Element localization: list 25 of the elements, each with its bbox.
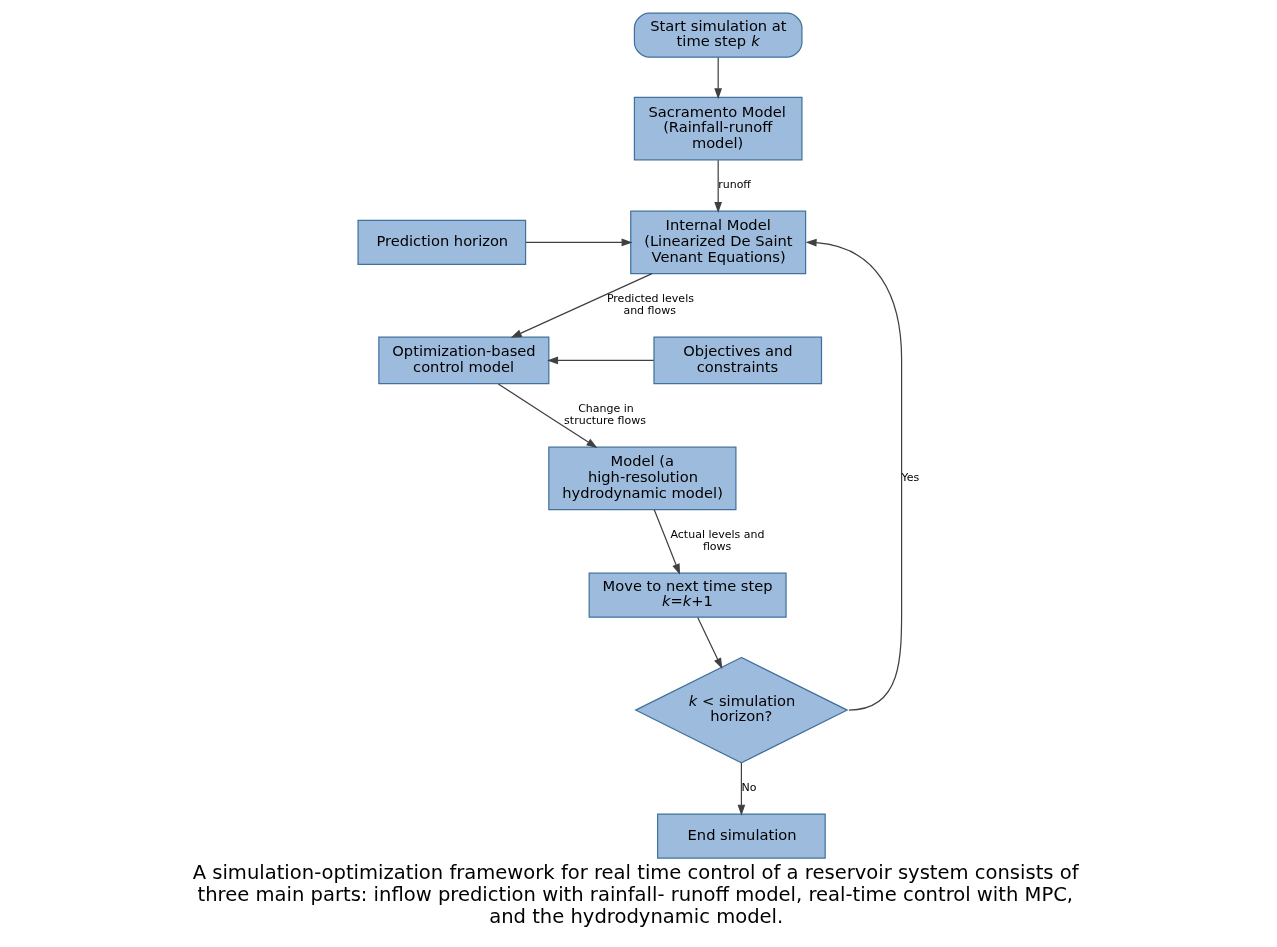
edge-label: Actual levels and flows — [669, 527, 765, 554]
node-box: Prediction horizon — [356, 219, 526, 265]
node-box: Objectives and constraints — [652, 336, 822, 385]
node-box: Model (a high-resolution hydrodynamic model) — [547, 446, 736, 511]
node-box: Internal Model (Linearized De Saint Venant Equations) — [629, 210, 806, 275]
arrow — [737, 762, 745, 816]
arrow — [497, 383, 597, 449]
arrow — [510, 273, 653, 338]
arrow — [653, 509, 680, 575]
arrow — [546, 356, 654, 365]
edge-label: runoff — [717, 178, 751, 192]
node-box: Start simulation at time step k — [633, 12, 803, 58]
edge-label: No — [740, 781, 756, 795]
arrow — [524, 238, 633, 247]
edge-label: Predicted levels and flows — [606, 291, 694, 318]
edge-label: Change in structure flows — [563, 401, 646, 428]
node-box: End simulation — [656, 813, 826, 859]
caption: A simulation-optimization framework for real time control of a reservoir system consists of three main parts: inflow prediction with rainfall- runoff model, real-time control with MPC, and the hydrodynamic model. — [192, 860, 1079, 928]
node-box: Optimization-based control model — [377, 336, 549, 385]
node-box: Move to next time step k=k+1 — [588, 572, 787, 618]
node-box: Sacramento Model (Rainfall-runoff model) — [633, 96, 803, 161]
arrow — [713, 159, 722, 214]
arrow — [696, 616, 722, 669]
arrow — [713, 56, 722, 100]
arrow — [805, 238, 902, 711]
